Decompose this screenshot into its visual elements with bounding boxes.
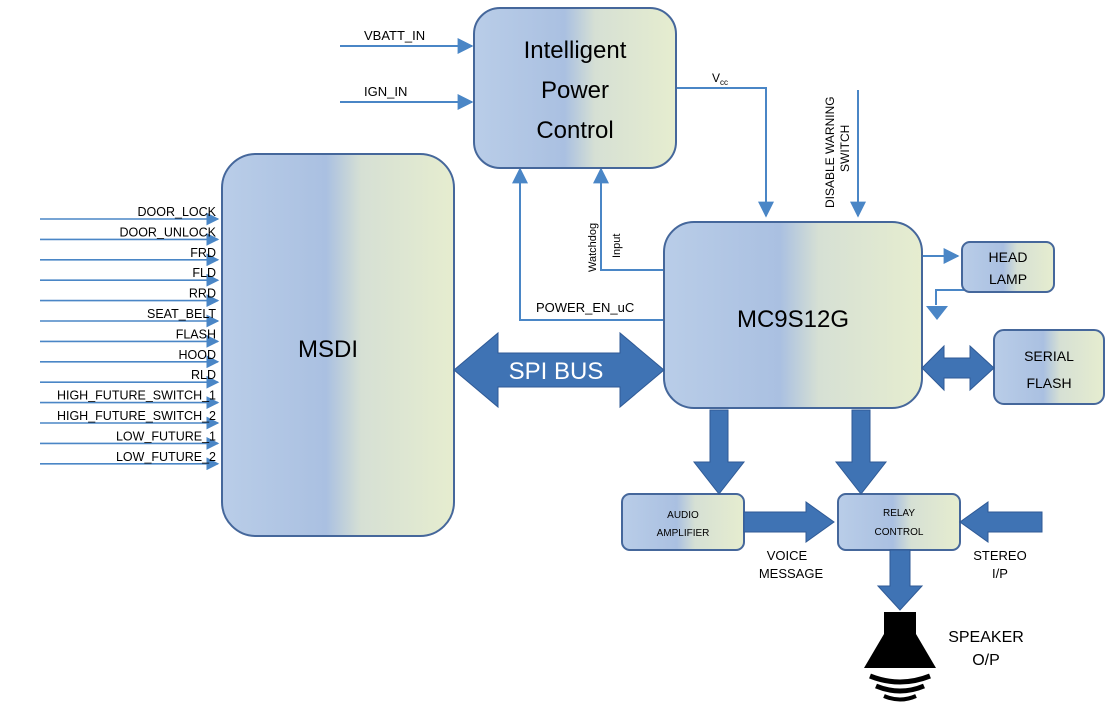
ign-in-label: IGN_IN	[364, 84, 407, 99]
vbatt-in-label: VBATT_IN	[364, 28, 425, 43]
head-lamp-ground-line	[935, 289, 966, 305]
mcu-to-relay-arrow	[834, 409, 888, 495]
msdi-input-label: HOOD	[179, 348, 217, 362]
power-en-line	[512, 167, 664, 321]
serial-flash-line1: SERIAL	[1024, 348, 1074, 364]
spi-bus-arrow	[453, 331, 665, 409]
msdi-input-label: LOW_FUTURE_2	[116, 450, 216, 464]
relay-to-speaker-arrow	[876, 549, 924, 611]
msdi-input-lines: DOOR_LOCK DOOR_UNLOCK FRD FLD RRD SEAT_BELT FL…	[40, 205, 220, 471]
watchdog-line	[593, 167, 664, 271]
msdi-input-label: HIGH_FUTURE_SWITCH_1	[57, 389, 216, 403]
voice-message-line1: VOICE	[767, 548, 808, 563]
big-arrows	[453, 331, 1043, 611]
disable-warning-line2: SWITCH	[838, 125, 852, 172]
watchdog-line2: Input	[611, 234, 623, 258]
speaker-line2: O/P	[972, 652, 1000, 669]
mcu-box	[663, 221, 923, 409]
power-control-box	[473, 7, 677, 169]
mcu-label: MC9S12G	[737, 306, 849, 333]
msdi-input-label: HIGH_FUTURE_SWITCH_2	[57, 409, 216, 423]
serial-flash-line2: FLASH	[1026, 375, 1071, 391]
stereo-line2: I/P	[992, 566, 1008, 581]
audio-amp-line1: AUDIO	[667, 510, 699, 521]
relay-control-box	[837, 493, 961, 551]
msdi-input-label: DOOR_UNLOCK	[119, 225, 216, 239]
relay-line1: RELAY	[883, 508, 915, 519]
spi-bus-label: SPI BUS	[509, 358, 604, 385]
serial-flash-box	[993, 329, 1105, 405]
head-lamp-line1: HEAD	[989, 249, 1028, 265]
signal-lines	[340, 38, 966, 321]
msdi-input-label: FLD	[192, 266, 216, 280]
msdi-label: MSDI	[298, 336, 358, 363]
power-control-line3: Control	[536, 117, 613, 144]
audio-amp-line2: AMPLIFIER	[657, 528, 710, 539]
mcu-to-audio-arrow	[692, 409, 746, 495]
msdi-input-label: RRD	[189, 287, 216, 301]
power-en-label: POWER_EN_uC	[536, 300, 634, 315]
ground-symbol	[926, 306, 948, 320]
msdi-input-label: LOW_FUTURE_1	[116, 429, 216, 443]
power-control-line2: Power	[541, 77, 609, 104]
msdi-input-label: DOOR_LOCK	[138, 205, 217, 219]
vcc-label: Vcc	[712, 71, 728, 87]
stereo-line1: STEREO	[973, 548, 1026, 563]
voice-message-arrow	[743, 501, 835, 543]
speaker-line1: SPEAKER	[948, 629, 1024, 646]
power-control-line1: Intelligent	[524, 37, 627, 64]
audio-amp-box	[621, 493, 745, 551]
vcc-line	[676, 87, 774, 218]
disable-warning-line1: DISABLE WARNING	[823, 96, 837, 208]
stereo-arrow	[959, 501, 1043, 543]
head-lamp-line2: LAMP	[989, 271, 1027, 287]
msdi-input-label: SEAT_BELT	[147, 307, 216, 321]
msdi-input-label: FRD	[190, 246, 216, 260]
voice-message-line2: MESSAGE	[759, 566, 824, 581]
msdi-box	[221, 153, 455, 537]
relay-line2: CONTROL	[875, 527, 924, 538]
watchdog-line1: Watchdog	[587, 223, 599, 272]
head-lamp-box	[961, 241, 1055, 293]
msdi-input-label: FLASH	[176, 327, 216, 341]
serial-flash-arrow	[921, 344, 995, 392]
speaker-icon	[864, 612, 936, 702]
msdi-input-label: RLD	[191, 368, 216, 382]
